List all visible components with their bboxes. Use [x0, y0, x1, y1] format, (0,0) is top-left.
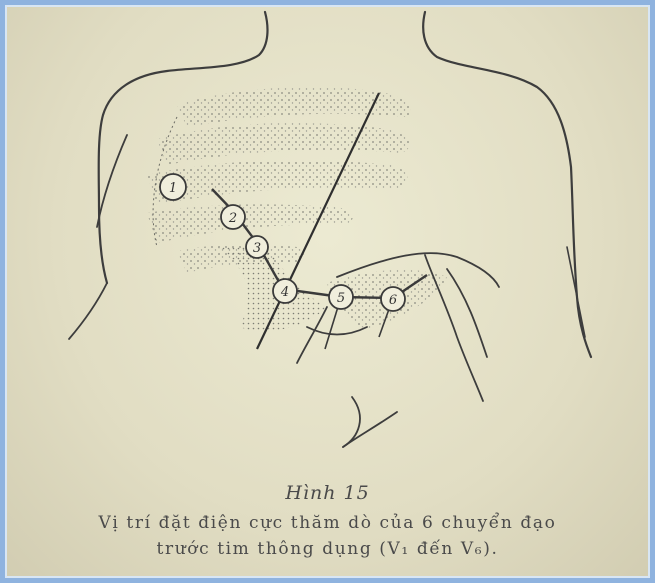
svg-text:6: 6 [389, 293, 397, 308]
electrode-v4: 4 [273, 279, 297, 303]
svg-text:3: 3 [253, 241, 261, 256]
svg-text:1: 1 [169, 181, 177, 196]
svg-text:2: 2 [228, 211, 237, 226]
svg-text:4: 4 [280, 285, 289, 300]
electrode-v2: 2 [221, 205, 245, 229]
figure-caption-line-1: Vị trí đặt điện cực thăm dò của 6 chuyển… [7, 513, 648, 533]
electrode-v6: 6 [381, 287, 405, 311]
electrode-v1: 1 [160, 174, 186, 200]
electrode-v3: 3 [246, 236, 268, 258]
electrode-v5: 5 [329, 285, 353, 309]
figure-title: Hình 15 [7, 482, 648, 504]
figure-page: 1 2 3 4 5 6 Hình 15 Vị trí đặt điện cực … [5, 5, 650, 578]
figure-caption-line-2: trước tim thông dụng (V₁ đến V₆). [7, 539, 648, 559]
svg-text:5: 5 [337, 291, 345, 306]
